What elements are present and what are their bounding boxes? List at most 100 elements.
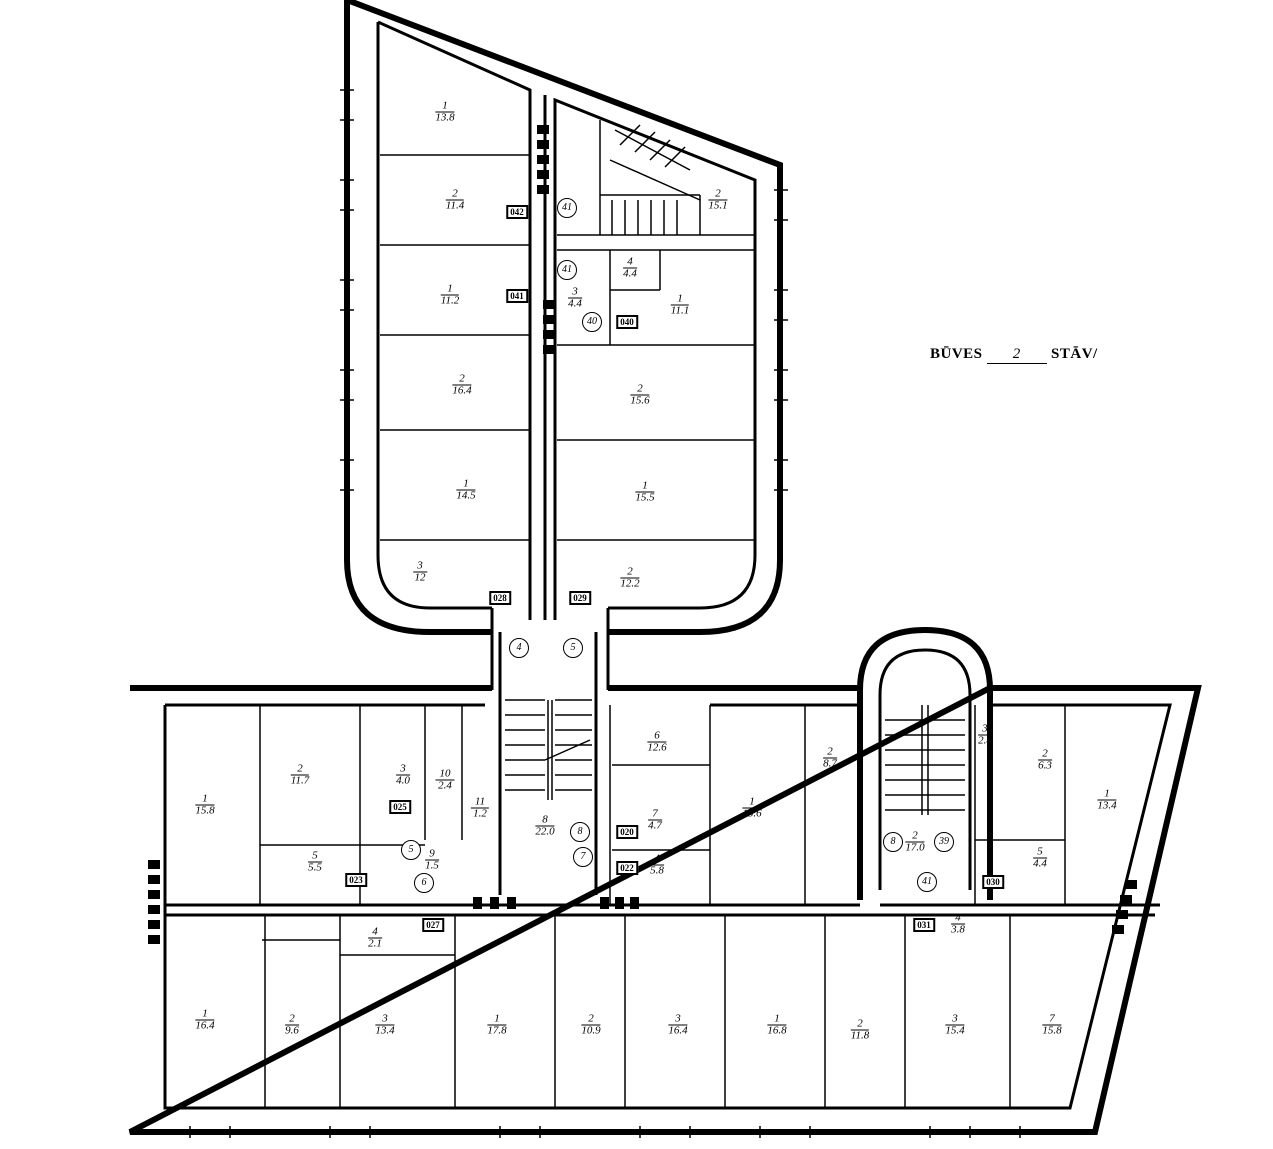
room-area: 16.4 xyxy=(195,1019,215,1032)
room-number: 1 xyxy=(435,100,455,113)
room-number: 1 xyxy=(767,1013,787,1026)
windows xyxy=(189,89,1021,1138)
room-area: 15.8 xyxy=(195,804,215,817)
room-area: 17.0 xyxy=(905,841,925,854)
room-number: 3 xyxy=(945,1013,965,1026)
entrance-circle-marker: 6 xyxy=(414,873,434,893)
east-stair-treads xyxy=(885,705,965,815)
connector-walls xyxy=(490,608,610,895)
room-area: 15.6 xyxy=(742,807,762,820)
chimney-flues xyxy=(148,125,1137,944)
room-number: 3 xyxy=(978,723,992,736)
room-number: 2 xyxy=(620,566,640,579)
room-area: 9.6 xyxy=(285,1024,299,1037)
room-number: 2 xyxy=(630,383,650,396)
main-stair-treads xyxy=(505,699,592,800)
room-number: 4 xyxy=(368,926,382,939)
room-number: 4 xyxy=(650,853,664,866)
room-number: 2 xyxy=(290,763,310,776)
flat-tag: 041 xyxy=(506,289,528,303)
room-number: 2 xyxy=(285,1013,299,1026)
title-suffix: STĀV/ xyxy=(1051,346,1098,362)
room-number: 1 xyxy=(635,480,655,493)
room-number: 5 xyxy=(1033,846,1047,859)
room-area: 3.8 xyxy=(951,923,965,936)
flat-tag: 042 xyxy=(506,205,528,219)
room-area: 2.1 xyxy=(368,937,382,950)
room-number: 7 xyxy=(1042,1013,1062,1026)
room-number: 2 xyxy=(823,746,837,759)
entrance-circle-marker: 41 xyxy=(557,260,577,280)
room-area: 14.5 xyxy=(456,489,476,502)
room-area: 2.4 xyxy=(438,779,452,792)
room-number: 7 xyxy=(648,808,662,821)
room-number: 1 xyxy=(195,1008,215,1021)
entrance-circle-marker: 5 xyxy=(401,840,421,860)
room-number: 9 xyxy=(425,848,439,861)
floor-number: 2 xyxy=(986,346,1047,364)
room-area: 8.7 xyxy=(823,757,837,770)
room-area: 1.2 xyxy=(473,807,487,820)
north-stair-treads xyxy=(609,124,701,235)
entrance-circle-marker: 41 xyxy=(557,198,577,218)
room-number: 10 xyxy=(435,768,455,781)
room-area: 16.4 xyxy=(452,384,472,397)
flat-tag: 025 xyxy=(389,800,411,814)
room-number: 1 xyxy=(487,1013,507,1026)
room-number: 2 xyxy=(905,830,925,843)
flat-tag: 028 xyxy=(489,591,511,605)
title-prefix: BŪVES xyxy=(930,346,983,362)
room-number: 1 xyxy=(456,478,476,491)
flat-tag: 022 xyxy=(616,861,638,875)
room-area: 11.4 xyxy=(445,199,465,212)
room-number: 2 xyxy=(581,1013,601,1026)
room-area: 11.8 xyxy=(850,1029,870,1042)
room-number: 3 xyxy=(375,1013,395,1026)
room-number: 2 xyxy=(1038,748,1052,761)
room-area: 15.1 xyxy=(708,199,728,212)
room-number: 3 xyxy=(413,560,427,573)
room-area: 2.8 xyxy=(978,734,992,747)
room-area: 4.4 xyxy=(623,267,637,280)
room-area: 6.3 xyxy=(1038,759,1052,772)
room-area: 15.5 xyxy=(635,491,655,504)
room-area: 22.0 xyxy=(535,825,555,838)
room-number: 11 xyxy=(470,796,490,809)
room-area: 12.2 xyxy=(620,577,640,590)
room-area: 13.8 xyxy=(435,111,455,124)
floor-title: BŪVES 2 STĀV/ xyxy=(930,346,1098,364)
flat-tag: 040 xyxy=(616,315,638,329)
room-number: 2 xyxy=(445,188,465,201)
flat-tag: 020 xyxy=(616,825,638,839)
room-area: 4.0 xyxy=(396,774,410,787)
room-area: 4.4 xyxy=(1033,857,1047,870)
stair-tower-inner xyxy=(878,648,972,890)
room-number: 1 xyxy=(742,796,762,809)
entrance-circle-marker: 7 xyxy=(573,847,593,867)
room-area: 5.5 xyxy=(308,861,322,874)
